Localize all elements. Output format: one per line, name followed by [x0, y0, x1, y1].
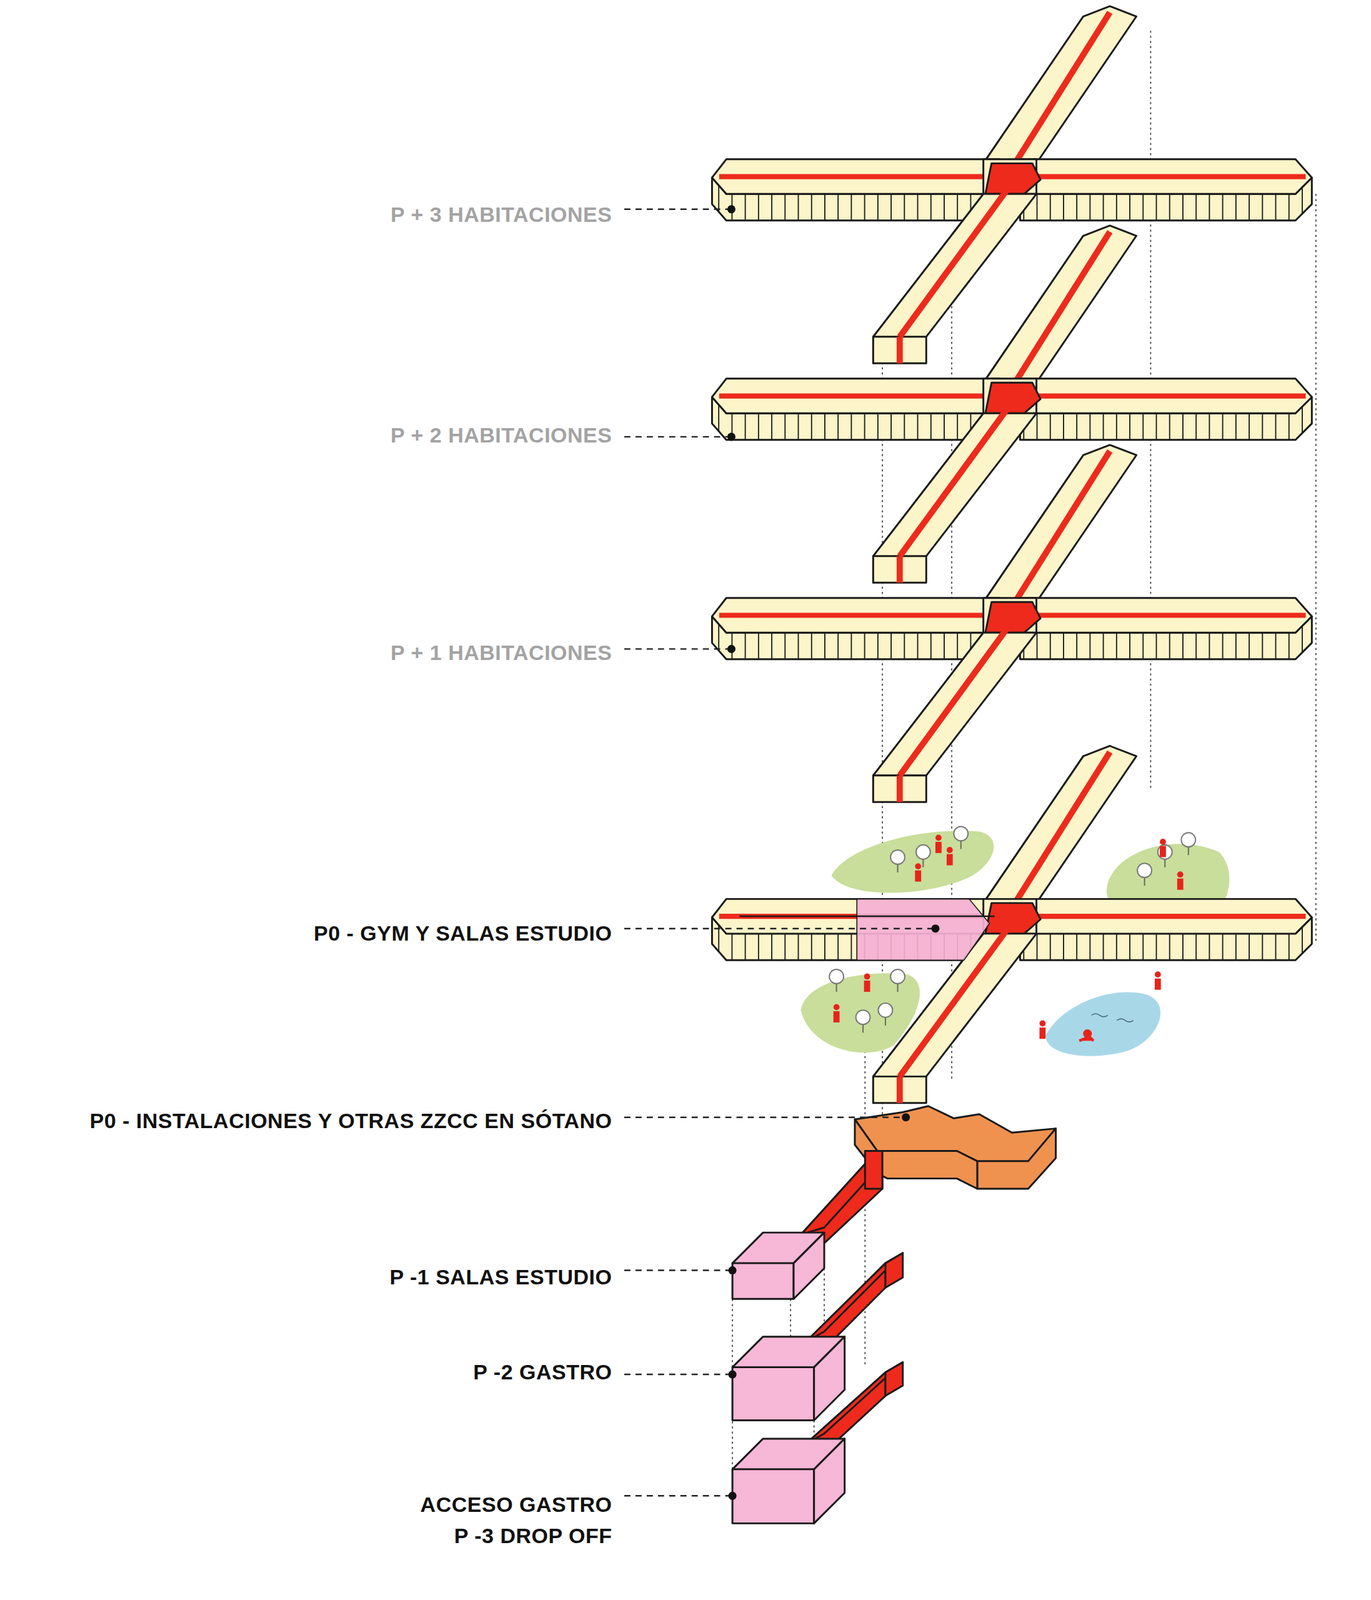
person-symbol — [1154, 971, 1162, 990]
floor-label: P0 - GYM Y SALAS ESTUDIO — [313, 917, 612, 949]
floor-label: P + 1 HABITACIONES — [390, 637, 612, 669]
red-link — [885, 1252, 903, 1288]
tree-symbol — [856, 1009, 871, 1033]
person-symbol — [946, 846, 953, 865]
volume-front — [732, 1262, 794, 1299]
water-ripple — [1091, 1013, 1134, 1022]
person-symbol — [914, 862, 922, 882]
green-area — [831, 830, 994, 893]
volume-front — [732, 1367, 815, 1421]
floor-label: ACCESO GASTRO P -3 DROP OFF — [418, 1489, 612, 1551]
person-symbol — [1177, 871, 1184, 890]
leader-dots — [727, 204, 940, 1500]
basement-side — [877, 1151, 978, 1189]
person-symbol — [833, 1003, 840, 1022]
tree-symbol — [890, 969, 905, 992]
swimmer-symbol — [1079, 1030, 1094, 1041]
lower-levels — [732, 1106, 1056, 1524]
tree-symbol — [1137, 862, 1152, 886]
floor-plate — [711, 444, 1312, 802]
volume-side — [793, 1232, 825, 1299]
floor-label: P -2 GASTRO — [473, 1356, 612, 1388]
tree-symbol — [878, 1002, 893, 1026]
person-symbol — [1039, 1020, 1046, 1039]
volume-front — [732, 1469, 815, 1524]
leader-lines — [624, 209, 936, 1496]
floor-plate — [711, 225, 1312, 583]
floor-label: P + 2 HABITACIONES — [390, 419, 612, 451]
person-symbol — [1159, 838, 1167, 857]
red-link — [864, 1151, 883, 1189]
red-link — [885, 1361, 903, 1396]
gym-study-zone — [856, 898, 990, 960]
floor-label: P -1 SALAS ESTUDIO — [389, 1261, 612, 1293]
tree-symbol — [829, 969, 844, 992]
tree-symbol — [953, 826, 968, 849]
tree-symbol — [890, 849, 905, 873]
volume-side — [814, 1438, 845, 1523]
basement-side — [977, 1128, 1057, 1189]
tree-symbol — [1181, 832, 1196, 855]
person-symbol — [864, 973, 871, 992]
floor-label: P0 - INSTALACIONES Y OTRAS ZZCC EN SÓTAN… — [89, 1105, 613, 1137]
projection-lines — [732, 30, 1317, 1470]
pond — [1045, 992, 1161, 1057]
floor-plate — [711, 745, 1312, 1103]
volume-side — [814, 1336, 845, 1421]
person-symbol — [935, 834, 942, 853]
floor-plate — [711, 6, 1312, 364]
corridor — [739, 915, 995, 917]
floor-label: P + 3 HABITACIONES — [390, 199, 612, 231]
